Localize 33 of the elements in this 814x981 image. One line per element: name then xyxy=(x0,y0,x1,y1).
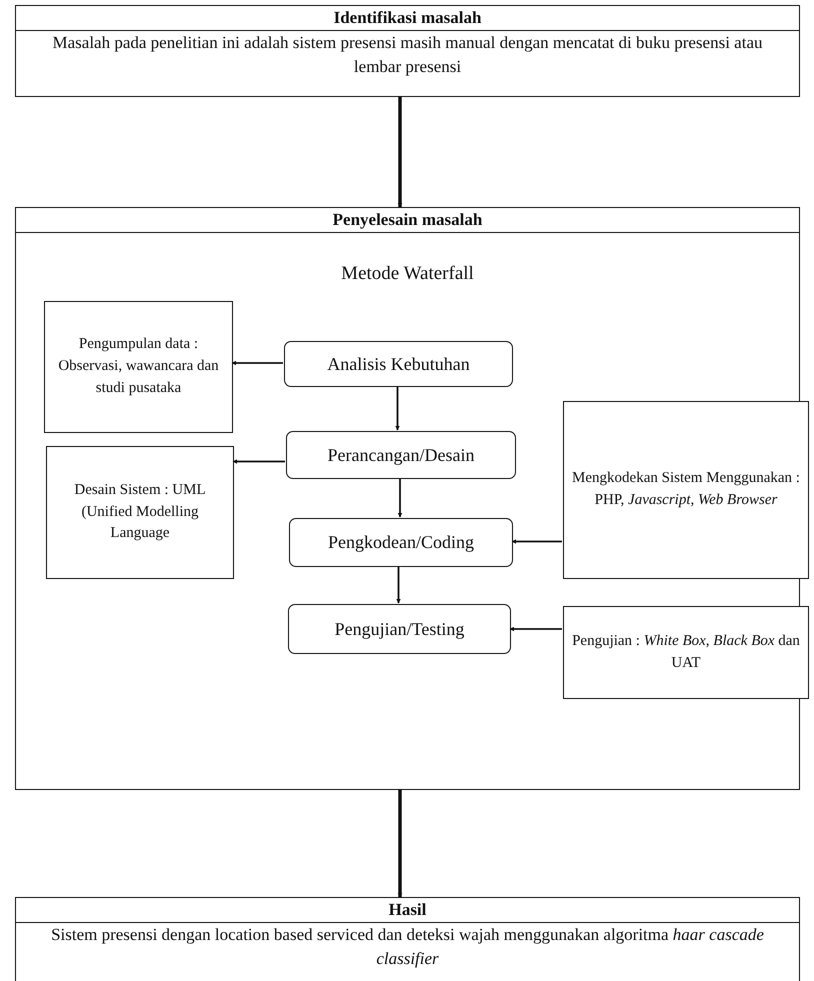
process-box xyxy=(288,604,511,654)
box-text: Pengujian : White Box, Black Box dan UAT xyxy=(571,632,801,672)
note-box xyxy=(563,401,809,579)
arrow xyxy=(232,459,285,464)
arrow xyxy=(510,626,562,632)
arrow xyxy=(232,360,283,366)
process-box xyxy=(286,431,516,479)
arrow xyxy=(398,97,402,208)
section-text: Sistem presensi dengan location based serviced dan deteksi wajah menggunakan algoritma haar cascade classifier xyxy=(50,924,765,970)
section-box xyxy=(15,897,800,981)
arrow xyxy=(398,790,402,898)
box-text: Pengkodean/Coding xyxy=(327,531,475,554)
section-heading: Hasil xyxy=(16,898,799,923)
box-text: Desain Sistem : UML (Unified Modelling Language xyxy=(73,480,207,544)
process-box xyxy=(289,518,513,567)
box-text: Analisis Kebutuhan xyxy=(326,352,471,376)
section-heading: Identifikasi masalah xyxy=(16,6,799,31)
process-box xyxy=(284,341,513,387)
method-title: Metode Waterfall xyxy=(341,263,474,285)
box-text: Perancangan/Desain xyxy=(326,444,476,467)
arrow xyxy=(398,478,402,518)
note-box xyxy=(563,606,809,699)
box-text: Mengkodekan Sistem Menggunakan : PHP, Javascript, Web Browser xyxy=(571,469,801,510)
section-box xyxy=(15,5,800,97)
arrow xyxy=(396,566,401,604)
box-text: Pengujian/Testing xyxy=(334,618,466,641)
note-box xyxy=(44,301,233,433)
section-heading: Penyelesain masalah xyxy=(16,208,799,233)
section-text: Masalah pada penelitian ini adalah sistem presensi masih manual dengan mencatat di buku presensi atau lembar presensi xyxy=(52,32,764,78)
note-box xyxy=(46,446,234,579)
arrow xyxy=(512,539,562,544)
arrow xyxy=(395,386,400,430)
box-text: Pengumpulan data : Observasi, wawancara dan studi pusataka xyxy=(57,335,220,398)
